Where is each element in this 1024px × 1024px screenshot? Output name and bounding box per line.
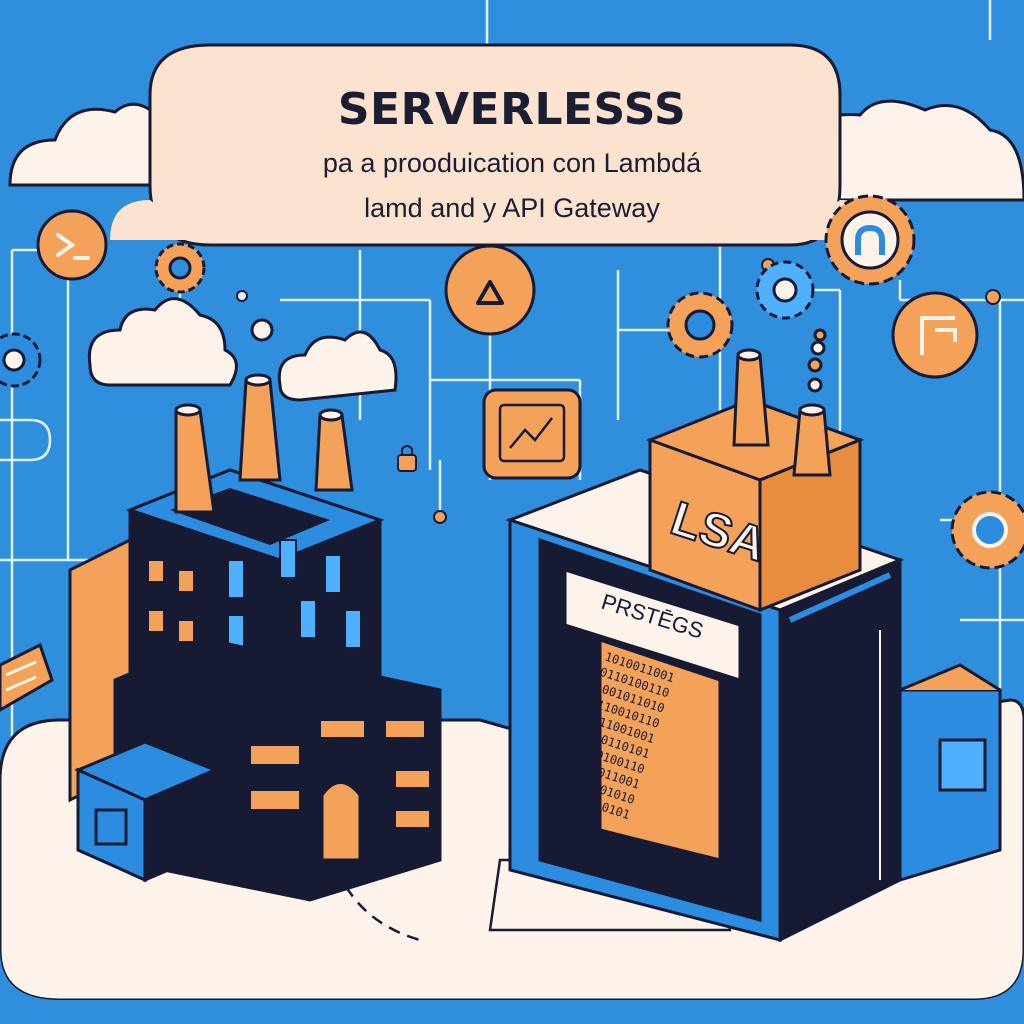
gear-icon: [0, 332, 42, 388]
gear-icon: [755, 260, 815, 320]
gateway-chimneys: [732, 328, 832, 477]
triangle-icon: [444, 244, 536, 336]
gear-icon: [666, 291, 734, 359]
terminal-icon: [36, 209, 108, 281]
arch-icon: [824, 194, 916, 286]
factory-left-annex: [74, 740, 219, 883]
banner-subtitle-line2: lamd and y API Gateway: [364, 193, 660, 223]
bracket-icon: [891, 291, 979, 379]
left-signboard: [0, 642, 54, 712]
banner-title: SERVERLESSS: [337, 84, 687, 135]
gear-icon: [154, 242, 206, 294]
gear-icon: [950, 490, 1024, 570]
banner-subtitle-line1: pa a prooduication con Lambdá: [322, 148, 702, 178]
lock-icon: [397, 445, 417, 472]
factory-door: [320, 781, 362, 862]
circuit-dots: [236, 258, 1001, 524]
tower-vertical-text: SOTC: [806, 690, 837, 768]
factory-left-chimneys: [174, 373, 354, 514]
smoke-cloud: [87, 297, 398, 402]
chart-icon: [482, 388, 582, 480]
